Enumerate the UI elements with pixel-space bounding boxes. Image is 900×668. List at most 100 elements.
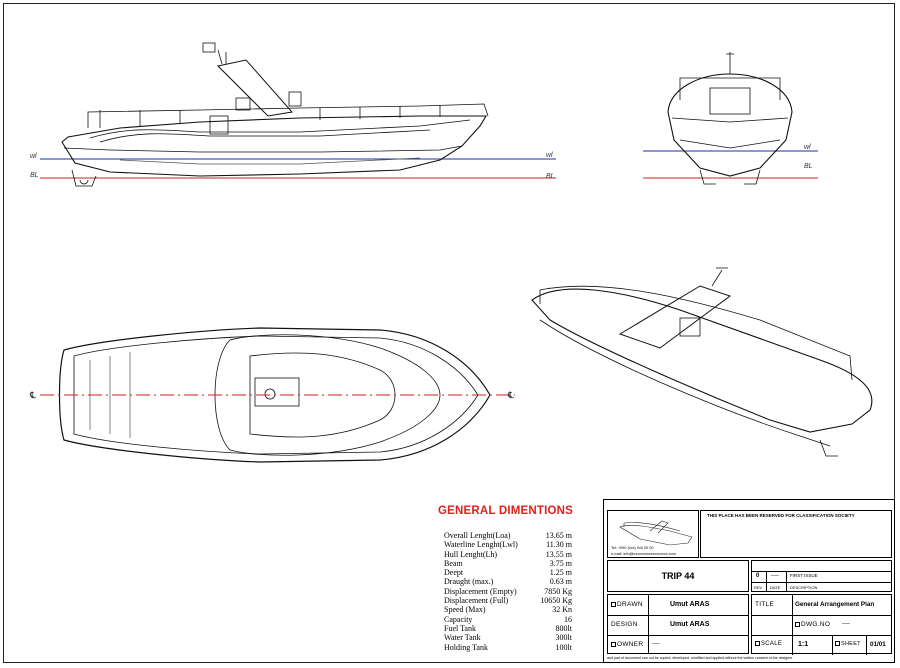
plan-cockpit (214, 334, 441, 456)
side-boot-stripe (119, 157, 421, 165)
dimension-row: Beam 3.75 m (444, 559, 572, 568)
contact-phone: Tel: +090 (xxx) 0x0 00 00 (611, 546, 654, 550)
dimension-value: 800lt (555, 623, 572, 633)
front-console (709, 87, 751, 115)
design-label: DESIGN (611, 621, 638, 628)
dimension-label: Speed (Max) (444, 605, 486, 615)
general-dimensions: GENERAL DIMENTIONS Overall Lenght(Loa)13… (436, 505, 586, 652)
dimension-row: Hull Lenght(Lh) 13.55 m (444, 550, 572, 559)
front-view: wl BL (643, 52, 818, 185)
rev-header: REV (754, 585, 763, 590)
dimension-row: Overall Lenght(Loa)13.65 m (444, 531, 572, 540)
perspective-propeller (819, 439, 838, 457)
dimension-value: 300lt (555, 633, 572, 643)
design-value: Umut ARAS (670, 621, 710, 628)
plan-view: ℄ ℄ (29, 327, 515, 463)
dimension-label: Displacement (Empty) (444, 586, 517, 596)
plan-helm (264, 388, 276, 400)
side-profile-view: wl wl BL BL (30, 42, 556, 187)
owner-label: OWNER (611, 641, 643, 648)
dimension-value: 3.75 m (549, 558, 572, 568)
dimension-label: Draught (max.) (444, 577, 494, 587)
side-wl-label-right: wl (546, 152, 553, 159)
title-value: General Arrangement Plan (795, 601, 875, 608)
plan-hull-outline (58, 327, 491, 463)
perspective-mast (711, 267, 728, 287)
dimension-row: Water Tank 300lt (444, 633, 572, 642)
drawn-value: Umut ARAS (670, 601, 710, 608)
owner-value: ---- (652, 641, 660, 647)
side-radar (288, 91, 302, 107)
dimension-value: 11.30 m (546, 540, 572, 550)
perspective-chine (539, 319, 831, 447)
dimension-value: 32 Kn (552, 605, 572, 615)
dimension-value: 13.65 m (545, 531, 572, 540)
revision-number: 0 (756, 573, 760, 579)
drawn-label: DRAWN (611, 601, 643, 608)
owner-checkbox (611, 642, 616, 647)
front-mast (726, 52, 734, 74)
company-logo-box: Tel: +090 (xxx) 0x0 00 00 e-mail: info@x… (607, 510, 699, 558)
dwg-checkbox (795, 622, 800, 627)
dimension-value: 13.55 m (545, 549, 572, 559)
side-helm-seat (235, 97, 251, 111)
scale-value: 1:1 (798, 641, 809, 648)
revision-date: ---- (771, 573, 779, 579)
dimension-label: Displacement (Full) (444, 596, 509, 606)
perspective-hull (531, 288, 873, 433)
sheet-checkbox (835, 641, 840, 646)
dimension-label: Hull Lenght(Lh) (444, 549, 498, 559)
side-bl-label-left: BL (30, 172, 39, 179)
side-console (209, 115, 229, 135)
dimension-label: Beam (444, 558, 463, 568)
side-bl-label-right: BL (546, 173, 555, 180)
title-block: Tel: +090 (xxx) 0x0 00 00 e-mail: info@x… (603, 499, 895, 663)
dimension-label: Holding Tank (444, 642, 488, 652)
plan-cl-label-left: ℄ (29, 390, 36, 400)
perspective-view (531, 267, 873, 457)
dimension-label: Water Tank (444, 633, 481, 643)
side-mast (217, 49, 227, 65)
personnel-box: DRAWN Umut ARAS DESIGN Umut ARAS OWNER -… (607, 594, 749, 654)
scale-label: SCALE (755, 641, 782, 647)
dimension-value: 7850 Kg (544, 586, 572, 596)
plan-cl-label-right: ℄ (507, 390, 514, 400)
side-rail-stanchions (99, 105, 441, 128)
contact-email: e-mail: info@xxxxxxxxxxxxxxxxxx.com (611, 552, 676, 556)
side-t-top (216, 59, 293, 117)
revision-description: FIRST ISSUE (790, 573, 818, 578)
front-rail (679, 77, 781, 100)
drawing-info-box: TITLE General Arrangement Plan DWG.NO --… (751, 594, 892, 655)
dimension-value: 10650 Kg (540, 596, 572, 606)
side-guard-rail (87, 103, 489, 128)
dimension-value: 1.25 m (549, 568, 572, 578)
dimension-row: Draught (max.) 0.63 m (444, 577, 572, 586)
side-sheer-stripe (89, 119, 471, 139)
scale-checkbox (755, 641, 760, 646)
general-dimensions-title: GENERAL DIMENTIONS (438, 505, 574, 517)
side-sheer-stripe-2 (99, 129, 431, 143)
perspective-t-top (618, 285, 732, 349)
front-hull (667, 73, 793, 177)
dimension-row: Displacement (Full) 10650 Kg (444, 596, 572, 605)
front-bl-label: BL (804, 163, 813, 170)
dimension-value: 0.63 m (549, 577, 572, 587)
title-label: TITLE (755, 601, 775, 608)
front-chine (679, 139, 781, 149)
perspective-rail (539, 285, 853, 381)
dimension-row: Speed (Max) 32 Kn (444, 605, 572, 614)
project-name-box: TRIP 44 (607, 560, 749, 592)
dimension-label: Waterline Lenght(Lwl) (444, 540, 518, 550)
side-flag (202, 42, 216, 53)
perspective-console (679, 317, 701, 337)
date-header: DATE (770, 585, 781, 590)
dimension-row: Waterline Lenght(Lwl) 11.30 m (444, 540, 572, 549)
boat-logo-icon (619, 520, 693, 546)
front-wl-label: wl (804, 144, 811, 151)
